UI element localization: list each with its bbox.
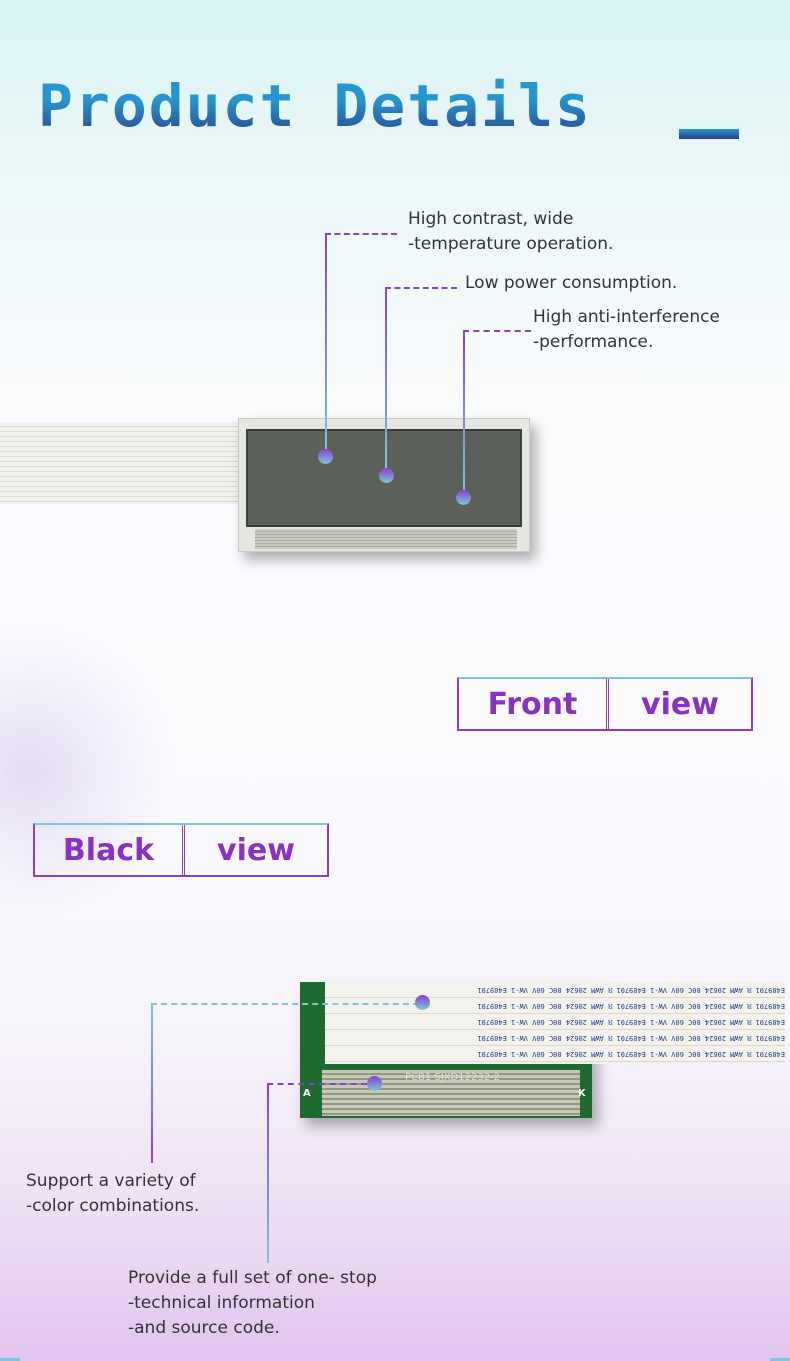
callout-dot [318,449,333,464]
callout-line [325,233,327,453]
feature-note: Support a variety of -color combinations… [26,1171,200,1216]
callout-line [151,1003,153,1163]
feature-note: High anti-interference -performance. [533,307,720,352]
callout-line [267,1083,269,1263]
page-title: Product Details [38,72,592,140]
feature-note: Low power consumption. [465,273,678,293]
label-word: Black [62,832,155,868]
callout-line [325,233,397,235]
cable-print: E489701 ℝ AWM 20624 80C 60V VW-1 E489701… [477,1034,785,1042]
lcd-front-photo [238,418,530,552]
callout-line [267,1083,367,1085]
cable-print: E489701 ℝ AWM 20624 80C 60V VW-1 E489701… [477,1050,785,1058]
callout-dot [415,995,430,1010]
label-word: view [182,825,327,875]
bottom-edge-mark [770,1358,790,1361]
callout-line [385,287,387,469]
label-word: view [606,679,751,729]
cable-print: E489701 ℝ AWM 20624 80C 60V VW-1 E489701… [477,1018,785,1026]
callout-line [385,287,457,289]
cable-print: E489701 ℝ AWM 20624 80C 60V VW-1 E489701… [477,1002,785,1010]
ribbon-cable [0,422,240,504]
pin-label-k: K [578,1088,586,1099]
callout-line [463,330,531,332]
pin-label-a: A [303,1088,311,1099]
title-accent-bar [679,129,739,139]
front-view-label: Front view [457,677,753,731]
callout-line [463,330,465,490]
feature-note: Provide a full set of one- stop -technic… [128,1268,377,1338]
cable-print: E489701 ℝ AWM 20624 80C 60V VW-1 E489701… [477,986,785,994]
callout-dot [367,1076,382,1091]
flex-cable: E489701 ℝ AWM 20624 80C 60V VW-1 E489701… [325,982,785,1064]
pcb-connector-strip [322,1070,580,1116]
label-word: Front [487,686,578,722]
callout-dot [379,468,394,483]
callout-line [151,1003,419,1005]
feature-note: High contrast, wide -temperature operati… [408,209,614,254]
back-view-label: Black view [33,823,329,877]
callout-dot [456,490,471,505]
bottom-edge-mark [0,1358,20,1361]
lcd-connector-strip [255,529,517,549]
pcb-silkscreen: PCB1 SJXD12232-2 [405,1072,501,1083]
